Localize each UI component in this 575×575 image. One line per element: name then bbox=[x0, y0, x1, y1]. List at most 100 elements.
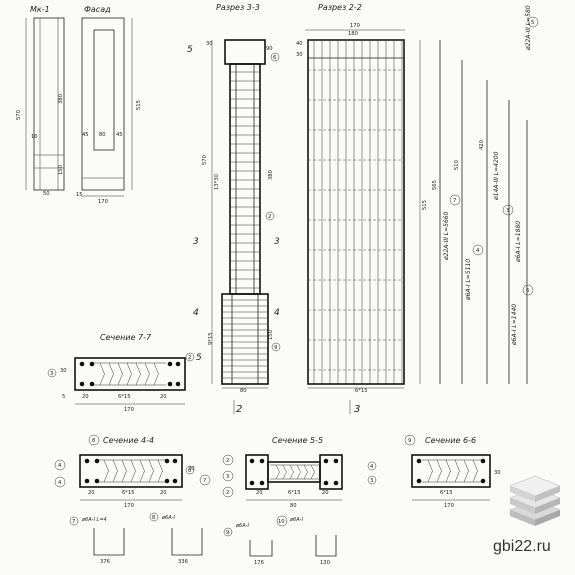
callout-6: 6 bbox=[273, 55, 276, 61]
section-3-3-view: Разрез 3-3 30 570 13*30 380 150 9*15 90 … bbox=[187, 3, 281, 415]
rebar-dot bbox=[175, 381, 181, 387]
dim-80: 80 bbox=[240, 388, 247, 394]
dim-20a: 20 bbox=[88, 490, 95, 496]
rebar-dot bbox=[84, 458, 90, 464]
dim-570: 570 bbox=[202, 155, 208, 165]
section-2-2-view: Разрез 2-2 170 180 515 6*15 3 40 30 bbox=[296, 3, 428, 415]
bar-label-1: ø22А-III L=5660 bbox=[443, 211, 450, 261]
dim-5: 5 bbox=[62, 394, 65, 400]
rebar-dot bbox=[249, 458, 255, 464]
section-6-6-view: 9 Сечение 6-6 170 6*15 30 bbox=[404, 434, 501, 509]
detail-shape-1 bbox=[93, 528, 125, 556]
stirrup-chevron bbox=[135, 373, 141, 386]
stirrup-chevron bbox=[436, 470, 442, 483]
marker-3b: 3 bbox=[274, 237, 280, 247]
callout-circle bbox=[47, 368, 57, 378]
s66-outline bbox=[411, 454, 491, 488]
callout-circle bbox=[54, 476, 66, 488]
rebar-dot bbox=[480, 478, 486, 484]
detail-label-4: ø6A-I bbox=[289, 517, 303, 523]
dim-420: 420 bbox=[479, 140, 485, 150]
dim-565: 565 bbox=[432, 180, 438, 190]
dim-80: 80 bbox=[290, 503, 297, 509]
dim-20b: 20 bbox=[160, 394, 167, 400]
marker-3: 3 bbox=[193, 237, 199, 247]
stirrup-chevron bbox=[112, 459, 118, 472]
facade-opening bbox=[93, 29, 115, 151]
rebar-dot bbox=[416, 458, 422, 464]
dim-20a: 20 bbox=[256, 490, 263, 496]
rebar-dot bbox=[333, 458, 339, 464]
rebar-dot bbox=[167, 361, 173, 367]
detail-label-3: ø6A-I bbox=[235, 523, 249, 529]
stirrup-chevron bbox=[463, 459, 469, 472]
callout-9: 9 bbox=[274, 345, 277, 351]
dim-6x15: 6*15 bbox=[440, 490, 453, 496]
section-label-3: 3 bbox=[354, 404, 360, 415]
dim-30: 30 bbox=[60, 368, 67, 374]
dim-30: 30 bbox=[494, 470, 501, 476]
s22-rebar-lines bbox=[308, 40, 404, 384]
s44-stirrups bbox=[98, 459, 166, 483]
watermark-logo: gbi22.ru bbox=[493, 475, 561, 555]
dim-6x15: 6*15 bbox=[288, 490, 301, 496]
stirrup-chevron bbox=[289, 464, 294, 473]
stirrup-chevron bbox=[310, 471, 315, 480]
stirrup-chevron bbox=[289, 471, 294, 480]
rebar-dot bbox=[89, 381, 95, 387]
bar-label-3: ø6А-I L=5110 bbox=[465, 259, 472, 301]
dim-20b: 20 bbox=[160, 490, 167, 496]
stirrup-chevron bbox=[303, 464, 308, 473]
stirrup-chevron bbox=[157, 470, 163, 483]
detail-shape-3 bbox=[249, 540, 273, 557]
stirrup-chevron bbox=[117, 373, 123, 386]
dim-170: 170 bbox=[98, 199, 108, 205]
dim-15: 15 bbox=[76, 192, 83, 198]
callout-circle bbox=[54, 459, 66, 471]
s55-right-block bbox=[319, 454, 343, 490]
marker-5: 5 bbox=[187, 45, 193, 55]
dim-170: 170 bbox=[350, 23, 360, 29]
dim-515: 515 bbox=[136, 100, 142, 110]
dim-20b: 20 bbox=[322, 490, 329, 496]
rebar-dot bbox=[164, 458, 170, 464]
rebar-dot bbox=[167, 381, 173, 387]
s55-marker-4: 4 bbox=[370, 464, 374, 470]
stirrup-chevron bbox=[126, 362, 132, 375]
rebar-dot bbox=[175, 361, 181, 367]
detail-label-2: ø6A-I bbox=[161, 515, 175, 521]
s33-head bbox=[224, 39, 266, 65]
s66-marker-9: 9 bbox=[408, 438, 411, 444]
dim-380: 380 bbox=[58, 94, 64, 104]
detail-width-1: 376 bbox=[100, 559, 110, 565]
stirrup-chevron bbox=[445, 459, 451, 472]
rebar-dot bbox=[172, 458, 178, 464]
rebar-dot bbox=[323, 480, 329, 486]
section-7-7-title: Сечение 7-7 bbox=[100, 333, 152, 342]
bar-marker-7: 7 bbox=[453, 198, 456, 204]
callout-circle bbox=[88, 434, 100, 446]
stirrup-chevron bbox=[157, 459, 163, 472]
stirrup-chevron bbox=[103, 459, 109, 472]
rebar-dot bbox=[164, 478, 170, 484]
rebar-dot bbox=[259, 458, 265, 464]
stirrup-chevron bbox=[139, 470, 145, 483]
section-4-4-view: 8 Сечение 4-4 170 6*15 20 20 30 4 4 7 6 bbox=[54, 434, 211, 509]
stirrup-chevron bbox=[427, 459, 433, 472]
rebar-dot bbox=[259, 480, 265, 486]
bar-label-2: ø14А-III L=4200 bbox=[493, 151, 500, 201]
detail-marker-7: 7 bbox=[72, 519, 75, 525]
stirrup-chevron bbox=[153, 373, 159, 386]
callout-circle bbox=[185, 352, 195, 362]
stirrup-chevron bbox=[303, 471, 308, 480]
detail-marker-9: 9 bbox=[226, 530, 229, 536]
marker-4b: 4 bbox=[274, 308, 280, 318]
callout-circle bbox=[367, 461, 377, 471]
detail-shape-4 bbox=[315, 535, 337, 557]
stirrup-chevron bbox=[103, 470, 109, 483]
bar-details: 7 ø6A-I L=4 376 8 ø6A-I 336 9 ø6A-I 176 … bbox=[69, 512, 337, 566]
stirrup-chevron bbox=[275, 471, 280, 480]
dim-50: 50 bbox=[43, 191, 50, 197]
detail-marker-10: 10 bbox=[278, 519, 285, 525]
